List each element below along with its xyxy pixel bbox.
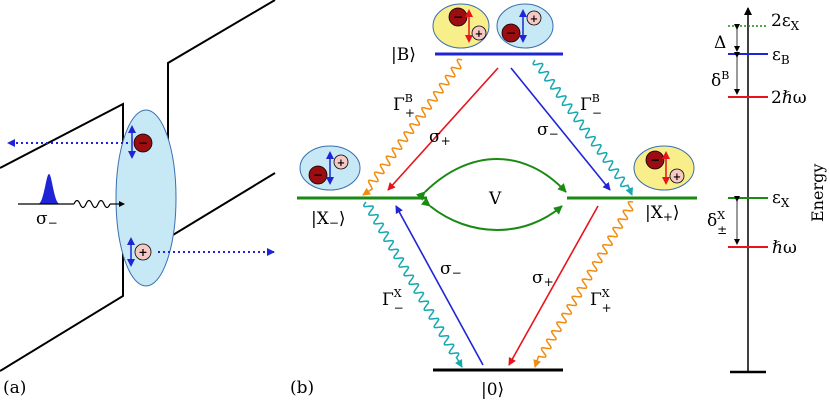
hole-icon [526, 10, 542, 26]
electron-charge: − [313, 168, 323, 182]
hole-charge: + [530, 14, 538, 25]
label-eps-x: εX [772, 188, 790, 210]
label-2hbar-omega: 2ℏω [771, 88, 807, 108]
electron-icon [308, 165, 328, 185]
hole-charge: + [673, 172, 681, 183]
transition-Xplus-to-ground [508, 205, 599, 366]
electron-icon [501, 23, 521, 43]
decay-wavy-lines [362, 58, 634, 368]
photon-wavy-line [73, 199, 111, 209]
gamma-minus-X-label: ΓX− [382, 287, 404, 315]
coupling-label-V: V [488, 189, 502, 209]
panel-a: − + σ− (a) [0, 0, 276, 398]
hole-icon [669, 168, 685, 184]
label-B: |B⟩ [391, 45, 416, 65]
panel-a-polarization-label: σ− [36, 209, 58, 230]
label-eps-b: εB [772, 45, 790, 67]
transition-B-to-Xplus [510, 67, 611, 191]
decay-Xplus-to-ground [533, 200, 634, 368]
decay-Xminus-to-ground [362, 201, 463, 368]
label-delta-b: δB [711, 69, 729, 91]
sigma-plus-upper-label: σ+ [429, 127, 451, 148]
label-2eps-x: 2εX [771, 11, 800, 33]
panel-b-label: (b) [290, 378, 314, 398]
label-X-plus: |X+⟩ [645, 203, 680, 224]
electron-charge: − [506, 26, 516, 40]
hole-charge: + [475, 29, 483, 40]
panel-a-label: (a) [3, 378, 26, 398]
coupling-arrow-top [416, 158, 567, 201]
hole-charge: + [337, 158, 345, 169]
sigma-minus-upper-label: σ− [537, 120, 559, 141]
electron-icon [133, 133, 153, 153]
electron-charge: − [453, 10, 463, 24]
laser-pulse-shape [38, 174, 60, 204]
biexciton-bubble: − + − + [432, 3, 554, 49]
label-delta: Δ [714, 33, 726, 53]
electron-charge: − [138, 136, 148, 150]
energy-axis-label: Energy [808, 164, 827, 222]
gamma-plus-X-label: ΓX+ [590, 287, 612, 315]
electron-icon [645, 150, 665, 170]
exciton-plus-bubble: − + [633, 145, 695, 191]
label-ground: |0⟩ [481, 380, 504, 400]
sigma-plus-lower-label: σ+ [532, 268, 554, 289]
electron-charge: − [650, 153, 660, 167]
decay-B-to-Xminus [362, 58, 463, 196]
decay-B-to-Xplus [532, 59, 633, 196]
gamma-minus-B-label: ΓB− [580, 92, 602, 120]
exciton-minus-bubble: − + [299, 145, 361, 191]
label-X-minus: |X−⟩ [311, 209, 346, 230]
hole-icon [134, 243, 152, 261]
transition-Xminus-to-ground [395, 205, 484, 366]
hole-charge: + [138, 246, 147, 259]
panel-b: |B⟩ |X−⟩ |X+⟩ |0⟩ V σ+ σ− σ− σ+ ΓB+ ΓB− … [290, 3, 697, 400]
sigma-minus-lower-label: σ− [440, 259, 462, 280]
gamma-plus-B-label: ΓB+ [393, 92, 415, 120]
hole-icon [471, 25, 487, 41]
label-delta-x: δX± [707, 209, 727, 237]
coupling-arrow-bottom [420, 197, 563, 231]
label-hbar-omega: ℏω [772, 238, 797, 258]
energy-axis: 2εX εB 2ℏω εX ℏω Δ δB δX± Energy [707, 7, 827, 374]
transition-B-to-Xminus [387, 67, 499, 191]
hole-icon [333, 154, 349, 170]
